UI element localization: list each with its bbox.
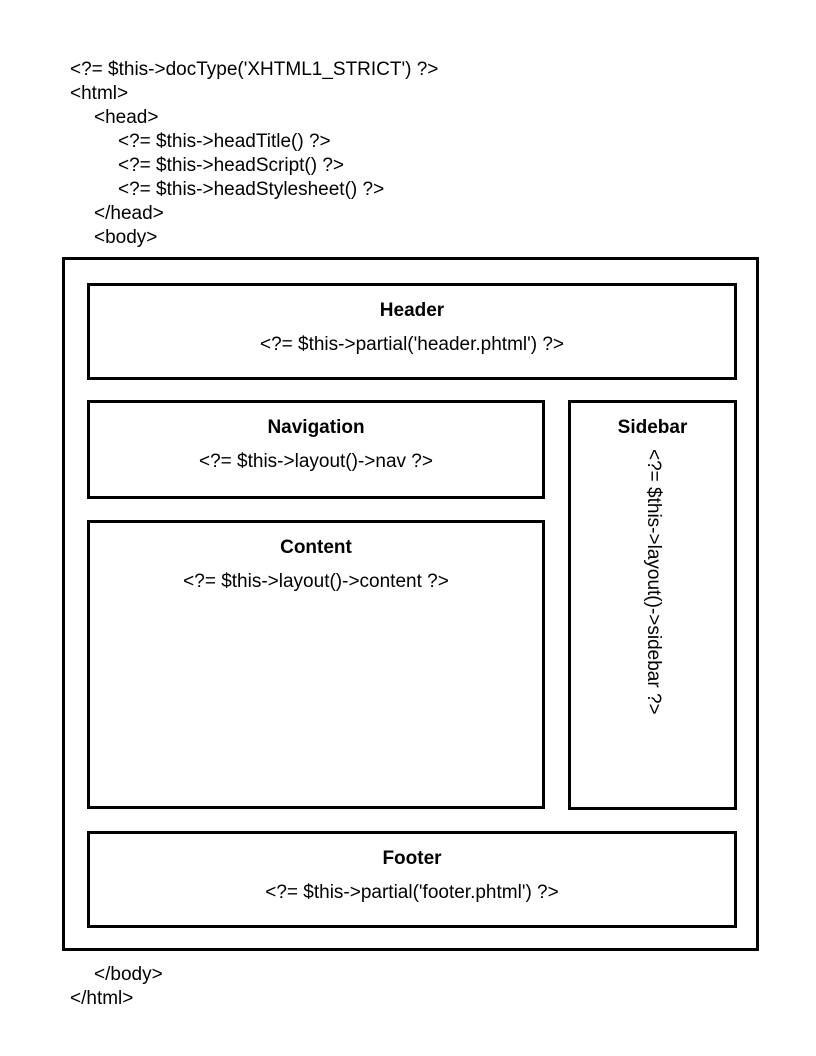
- region-footer-code: <?= $this->partial('footer.phtml') ?>: [265, 882, 559, 903]
- code-line-body-open: <body>: [94, 227, 158, 248]
- region-content-code: <?= $this->layout()->content ?>: [183, 571, 449, 592]
- code-line-head-script: <?= $this->headScript() ?>: [118, 155, 345, 176]
- region-footer-title: Footer: [382, 848, 442, 869]
- region-sidebar-title: Sidebar: [617, 417, 688, 438]
- region-footer: Footer <?= $this->partial('footer.phtml'…: [87, 831, 737, 928]
- region-navigation-title: Navigation: [267, 417, 365, 438]
- code-line-head-stylesheet: <?= $this->headStylesheet() ?>: [118, 179, 385, 200]
- code-line-doctype: <?= $this->docType('XHTML1_STRICT') ?>: [70, 59, 439, 80]
- code-line-head-close: </head>: [94, 203, 164, 224]
- region-navigation-code: <?= $this->layout()->nav ?>: [199, 451, 433, 472]
- region-header-title: Header: [379, 300, 445, 321]
- code-line-head-open: <head>: [94, 107, 159, 128]
- region-header: Header <?= $this->partial('header.phtml'…: [87, 283, 737, 380]
- layout-diagram-frame: Header <?= $this->partial('header.phtml'…: [62, 257, 759, 951]
- region-sidebar-code: <?= $this->layout()->sidebar ?>: [642, 449, 664, 715]
- code-line-body-close: </body>: [94, 964, 163, 985]
- region-navigation: Navigation <?= $this->layout()->nav ?>: [87, 400, 545, 499]
- region-content-title: Content: [280, 537, 352, 558]
- code-line-html-open: <html>: [70, 83, 129, 104]
- region-sidebar-code-wrap: <?= $this->layout()->sidebar ?>: [571, 449, 734, 804]
- region-header-code: <?= $this->partial('header.phtml') ?>: [259, 334, 565, 355]
- code-line-html-close: </html>: [70, 988, 134, 1009]
- code-line-head-title: <?= $this->headTitle() ?>: [118, 131, 331, 152]
- region-sidebar: Sidebar <?= $this->layout()->sidebar ?>: [568, 400, 737, 810]
- region-content: Content <?= $this->layout()->content ?>: [87, 520, 545, 809]
